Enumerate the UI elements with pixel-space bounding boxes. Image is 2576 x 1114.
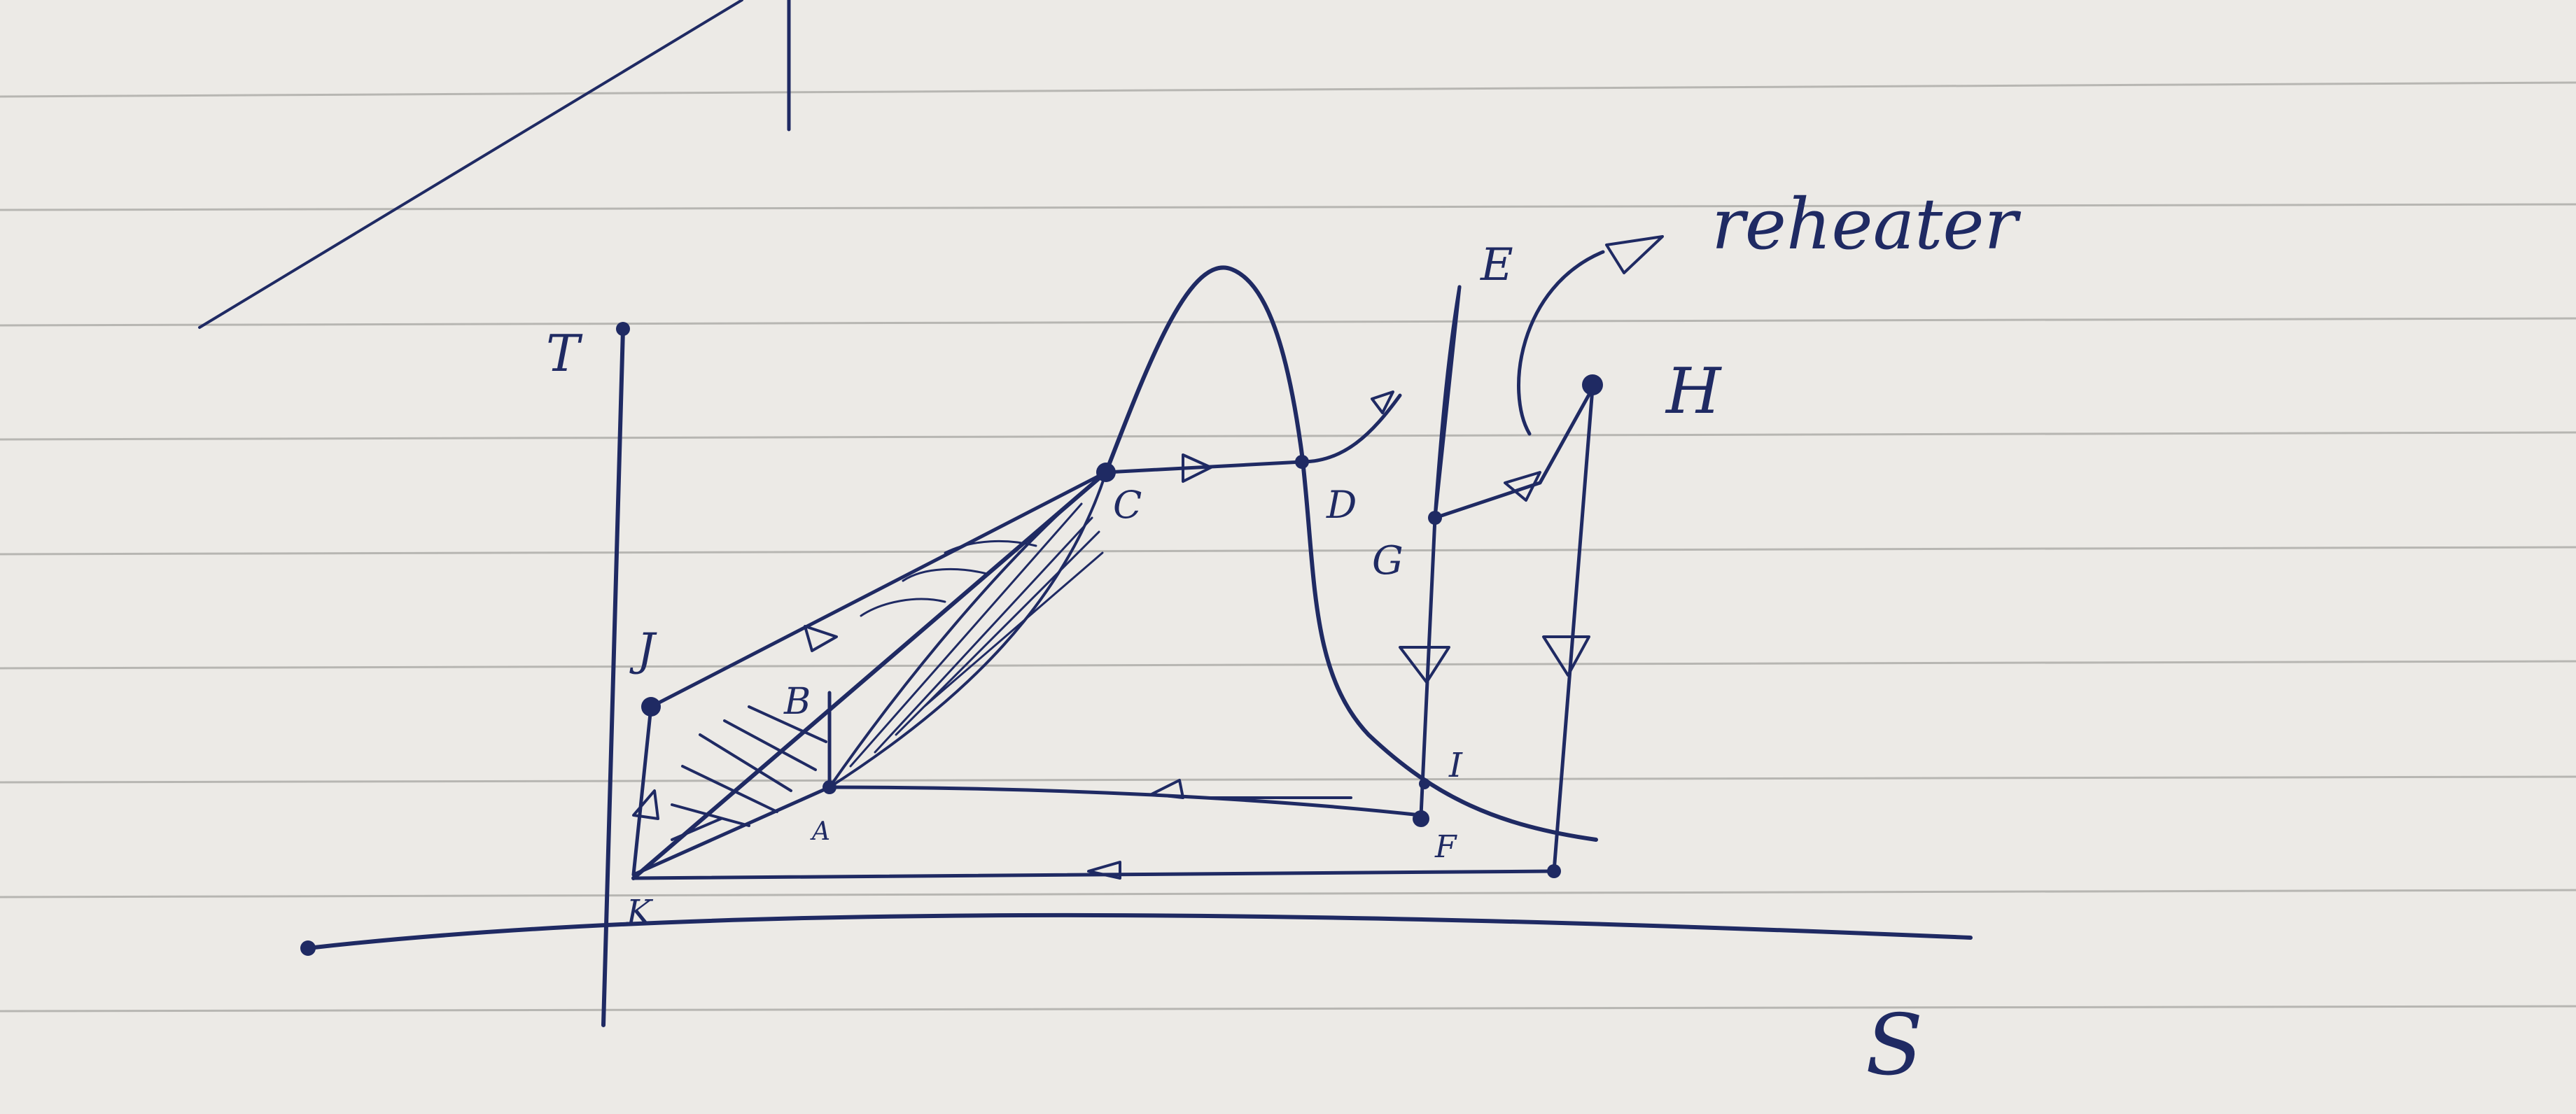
point-j-dot [641,697,661,717]
label-d: D [1326,483,1357,527]
point-labels: J B A C D E G H I F K [626,239,1722,932]
label-h: H [1665,355,1722,428]
point-f-dot [1413,810,1429,827]
arrow-j-to-c [804,625,838,652]
arrow-reheater [1605,235,1664,274]
point-i-dot [1419,778,1430,789]
label-g: G [1372,538,1404,584]
label-i: I [1448,746,1463,785]
t-axis [601,327,625,1027]
stray-diagonal-line [198,0,743,329]
state-points [641,374,1603,878]
arrow-g-to-h [1504,471,1541,502]
arrow-down-right [1542,635,1590,677]
point-g-dot [1428,511,1442,525]
label-f: F [1434,829,1457,865]
point-d-dot [1295,455,1309,469]
t-axis-top-dot [616,322,630,336]
label-k: K [626,893,654,932]
label-e: E [1480,239,1513,291]
arrow-d-to-e [1371,390,1394,414]
ruled-lines [0,81,2576,1013]
s-axis-label: S [1865,997,1923,1094]
label-b: B [783,681,811,723]
arrow-bottom [1087,861,1121,880]
point-a-dot [822,780,836,794]
point-c-dot [1096,463,1116,482]
arrow-k-to-j [632,789,659,820]
arrow-c-to-d [1182,453,1212,483]
point-h-dot [1582,374,1603,395]
point-bottom-right-dot [1547,864,1561,878]
arrow-f-to-a [1150,779,1184,799]
reheater-label: reheater [1712,183,2022,265]
label-a: A [810,817,830,846]
label-c: C [1113,483,1142,527]
t-axis-label: T [546,324,583,383]
s-axis [306,912,1973,950]
s-axis-left-dot [300,940,316,956]
flow-arrows [632,235,1664,880]
arrow-down-left [1399,646,1450,684]
